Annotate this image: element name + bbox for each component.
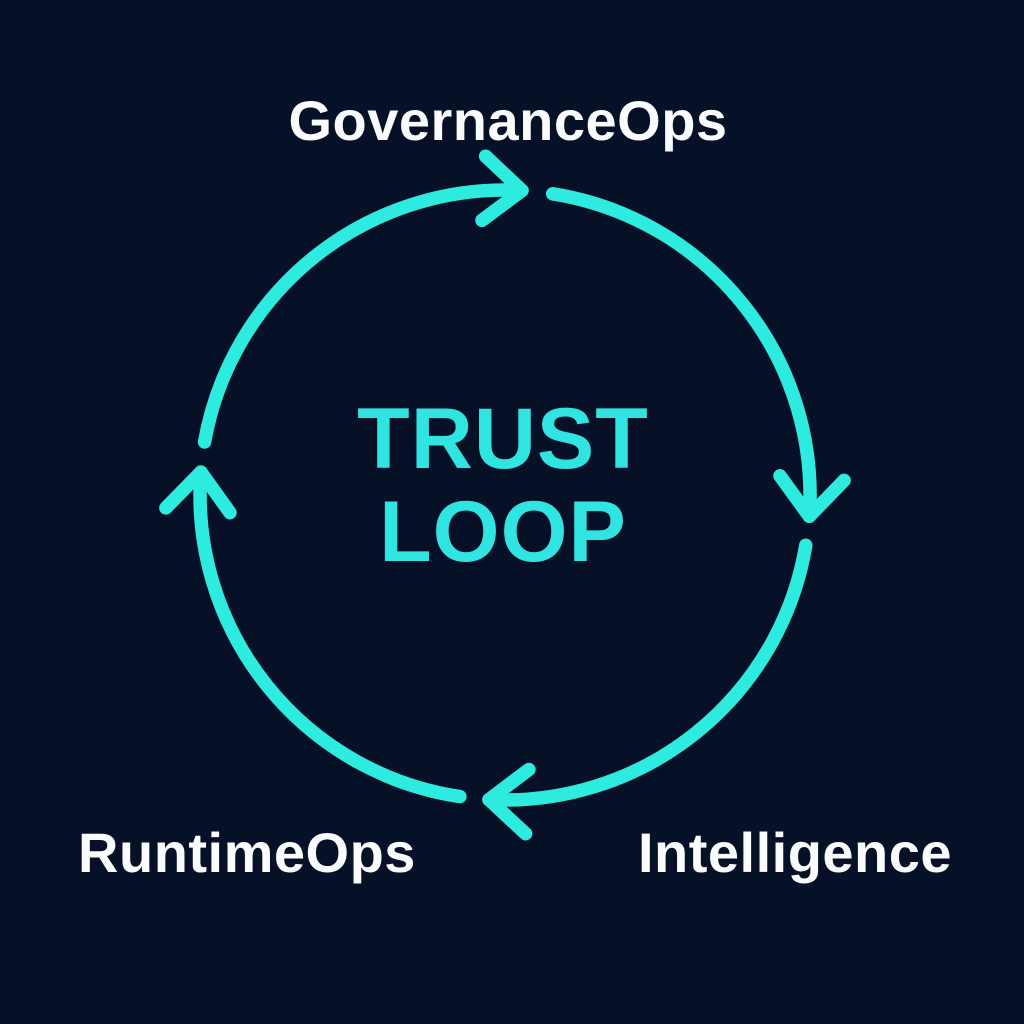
node-label-intelligence: Intelligence (637, 821, 953, 884)
arrow-left-icon (482, 762, 536, 841)
node-label-runtimeops: RuntimeOps (78, 821, 416, 884)
loop-arc-bottom-right (482, 538, 813, 807)
diagram-title-line1: TRUST (357, 391, 649, 487)
arrow-up-icon (159, 465, 237, 520)
loop-arc-top-right (545, 187, 817, 524)
arrow-down-icon (773, 469, 851, 524)
diagram-title: TRUST LOOP (357, 393, 649, 579)
loop-arc-top-left (197, 183, 529, 449)
loop-arc-bottom-left (193, 465, 467, 804)
arrow-right-icon (475, 149, 529, 228)
diagram-title-line2: LOOP (379, 484, 627, 580)
node-label-governanceops: GovernanceOps (288, 89, 728, 152)
